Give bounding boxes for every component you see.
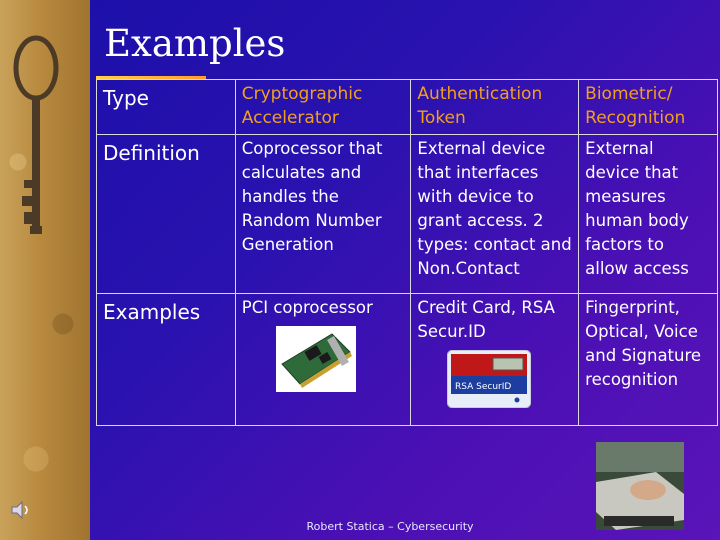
securid-brand-text: RSA SecurID [455,382,511,392]
title-underline [96,76,206,80]
pci-card-image [275,326,356,392]
example-cell-crypto-accelerator: PCI coprocessor [234,293,412,426]
comparison-table: Type Cryptographic Accelerator Authentic… [96,79,718,426]
example-crypto-accelerator: PCI coprocessor [241,298,373,317]
speaker-icon[interactable] [10,500,32,520]
fingerprint-scanner-image [596,442,684,530]
examples-label: Examples [96,293,236,426]
example-auth-token: Credit Card, RSA Secur.ID [417,298,555,341]
definition-crypto-accelerator: Coprocessor that calculates and handles … [234,134,412,294]
definition-auth-token: External device that interfaces with dev… [410,134,580,294]
column-header-auth-token: Authentication Token [410,79,580,135]
slide-title: Examples [104,22,286,65]
column-header-biometric: Biometric/ Recognition [578,79,718,135]
left-decor-strip [0,0,90,540]
table-header-row: Type Cryptographic Accelerator Authentic… [96,79,718,135]
definition-label: Definition [96,134,236,294]
example-biometric: Fingerprint, Optical, Voice and Signatur… [578,293,718,426]
securid-token-image: RSA SecurID [446,349,532,409]
definition-biometric: External device that measures human body… [578,134,718,294]
definition-row: Definition Coprocessor that calculates a… [96,134,718,294]
examples-row: Examples PCI coprocessor Credit Card, RS… [96,293,718,426]
type-label: Type [96,79,236,135]
example-cell-auth-token: Credit Card, RSA Secur.ID RSA SecurID [410,293,580,426]
footer-credit: Robert Statica – Cybersecurity [306,520,474,533]
column-header-crypto-accelerator: Cryptographic Accelerator [234,79,412,135]
key-icon [13,35,59,234]
